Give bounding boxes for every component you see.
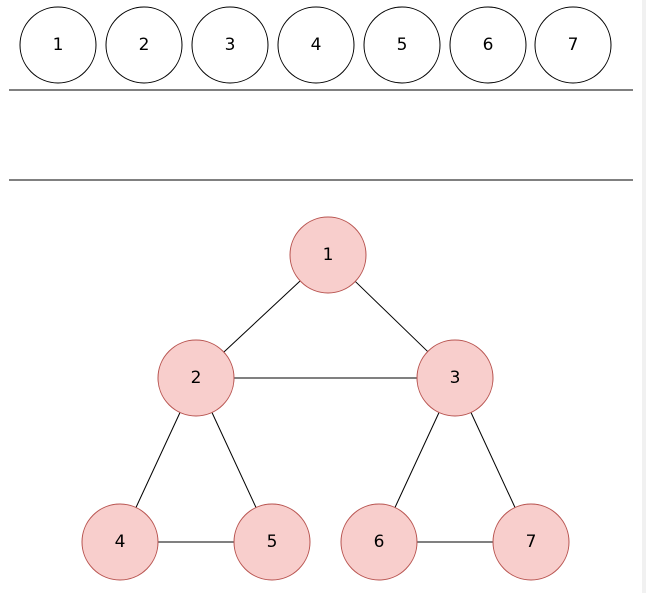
queue-item-circle	[191, 6, 269, 84]
queue-item: 7	[534, 6, 612, 84]
queue-item-circle	[277, 6, 355, 84]
graph-node-2: 2	[157, 339, 235, 417]
queue-row: 1 2 3 4 5 6 7	[19, 6, 612, 84]
graph-node-label: 2	[191, 368, 202, 388]
queue-item-label: 7	[568, 35, 579, 55]
queue-item-circle	[363, 6, 441, 84]
graph-edge-1-3	[354, 281, 429, 352]
queue-item-label: 4	[311, 35, 322, 55]
graph-edge-3-6	[394, 412, 440, 508]
graph-node-label: 5	[267, 532, 278, 552]
queue-item-label: 3	[225, 35, 236, 55]
graph-node-circle	[416, 339, 494, 417]
graph-node-circle	[492, 503, 570, 581]
graph-node-7: 7	[492, 503, 570, 581]
graph-node-circle	[157, 339, 235, 417]
graph-node-label: 6	[374, 532, 385, 552]
graph-node-1: 1	[289, 216, 367, 294]
scrollbar-track	[642, 0, 646, 593]
graph-nodes: 1 2 3 4 5 6 7	[81, 216, 570, 581]
queue-item-circle	[19, 6, 97, 84]
graph-edges	[135, 280, 516, 543]
queue-item: 2	[105, 6, 183, 84]
graph-node-label: 4	[115, 532, 126, 552]
queue-item-circle	[105, 6, 183, 84]
graph-edge-1-2	[223, 280, 301, 353]
graph-node-circle	[81, 503, 159, 581]
queue-item: 6	[449, 6, 527, 84]
graph-node-label: 1	[323, 245, 334, 265]
graph-node-5: 5	[233, 503, 311, 581]
graph-node-circle	[289, 216, 367, 294]
queue-item-label: 6	[483, 35, 494, 55]
graph-node-circle	[233, 503, 311, 581]
queue-item: 5	[363, 6, 441, 84]
queue-item: 4	[277, 6, 355, 84]
queue-item: 1	[19, 6, 97, 84]
graph-node-4: 4	[81, 503, 159, 581]
graph-node-label: 3	[450, 368, 461, 388]
graph-node-circle	[340, 503, 418, 581]
graph-edge-2-4	[135, 412, 181, 508]
queue-item-label: 5	[397, 35, 408, 55]
graph-node-label: 7	[526, 532, 537, 552]
queue-item-circle	[449, 6, 527, 84]
queue-item-circle	[534, 6, 612, 84]
queue-item: 3	[191, 6, 269, 84]
queue-item-label: 1	[53, 35, 64, 55]
graph-edge-2-5	[211, 412, 257, 508]
queue-item-label: 2	[139, 35, 150, 55]
graph-node-3: 3	[416, 339, 494, 417]
graph-edge-3-7	[470, 412, 516, 508]
graph-node-6: 6	[340, 503, 418, 581]
